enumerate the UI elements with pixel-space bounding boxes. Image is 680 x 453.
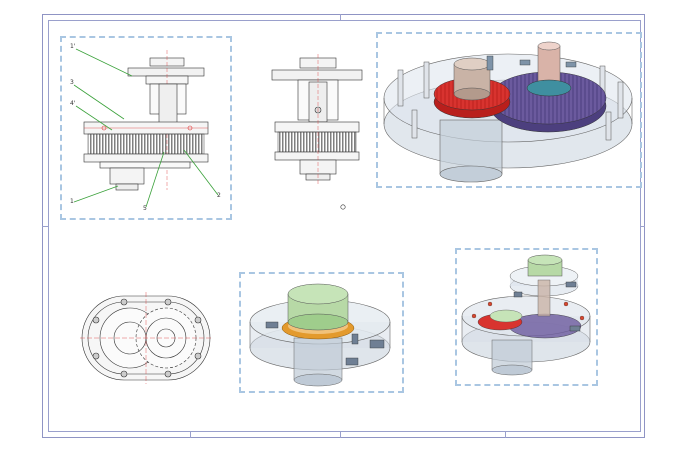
frame-tick-bottom-mid <box>340 432 341 438</box>
top-plan-view <box>80 292 212 384</box>
callout-1: 1 <box>70 198 74 205</box>
view-frame-isometric-housing[interactable] <box>239 272 404 393</box>
leader-lines <box>73 48 219 208</box>
callout-3: 3 <box>70 79 74 86</box>
front-section-view <box>83 50 209 191</box>
frame-tick-right-mid <box>641 226 645 227</box>
drawing-frame <box>48 20 641 432</box>
frame-tick-bottom-right <box>505 432 506 438</box>
frame-tick-bottom-left <box>190 432 191 438</box>
view-frame-front-section[interactable] <box>60 36 232 220</box>
callout-1-prime: 1' <box>70 43 76 50</box>
isometric-housing-view <box>249 283 391 387</box>
callout-5: 5 <box>143 205 147 212</box>
frame-tick-left-mid <box>42 226 48 227</box>
callout-2: 2 <box>217 192 221 199</box>
frame-tick-top-mid <box>340 14 341 20</box>
view-frame-isometric-exploded[interactable] <box>455 248 598 386</box>
isometric-gear-train-view <box>383 41 633 183</box>
isometric-exploded-view <box>461 254 591 376</box>
callout-4-prime: 4' <box>70 100 76 107</box>
front-elevation-view <box>271 54 363 186</box>
view-frame-isometric-gears[interactable] <box>376 32 642 188</box>
origin-marker <box>340 204 346 210</box>
